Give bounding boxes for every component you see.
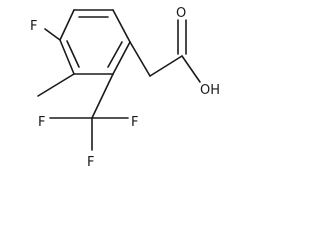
hydroxyl-bond	[181, 55, 201, 83]
methyl-bond	[37, 73, 75, 97]
atom-label-o-carbonyl: O	[176, 6, 186, 21]
ring-double-bond-left	[66, 40, 80, 68]
structure-svg: F O OH F F F	[30, 6, 220, 170]
carboxyl-c-bond	[149, 55, 183, 77]
atom-label-cf3-f-left: F	[38, 115, 45, 130]
ring-bond-3	[112, 9, 131, 43]
atom-label-cf3-f-bottom: F	[87, 155, 94, 170]
ring-bond-1	[59, 9, 75, 41]
ring-bond-4	[112, 41, 131, 75]
ring-bond-6	[59, 39, 75, 75]
atom-label-f-ring: F	[30, 19, 37, 34]
structure-diagram: F O OH F F F	[30, 6, 220, 170]
c-f-bond	[44, 28, 61, 41]
ring-double-bond-right	[107, 41, 123, 68]
cf3-ring-bond	[91, 73, 114, 119]
atom-label-cf3-f-right: F	[131, 115, 138, 130]
benzene-ring	[59, 9, 131, 75]
ch2-bond	[129, 41, 151, 77]
atom-label-oh: OH	[200, 83, 220, 98]
